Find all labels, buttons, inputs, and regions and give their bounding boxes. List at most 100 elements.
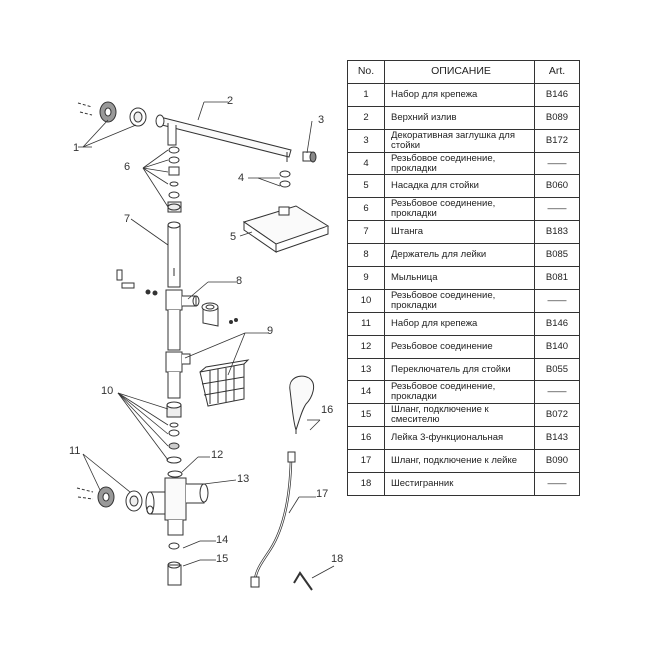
part-fixing-set-bottom: [76, 486, 143, 512]
part-soap-basket: [199, 359, 250, 407]
part-decorative-plug: [302, 151, 317, 163]
callout-12: 12: [211, 449, 223, 461]
callout-7: 7: [124, 213, 130, 225]
callout-17: 17: [316, 488, 328, 500]
cell-art: B140: [534, 334, 580, 359]
part-seals-4: [279, 170, 291, 188]
leader-lines: [78, 101, 335, 579]
cell-description: Резьбовое соединение, прокладки: [384, 151, 535, 176]
callout-2: 2: [227, 95, 233, 107]
cell-no: 17: [347, 449, 385, 474]
cell-art: ——: [534, 197, 580, 222]
cell-no: 10: [347, 288, 385, 313]
part-small-screws: [116, 269, 238, 324]
part-top-spout: [155, 114, 292, 162]
cell-no: 6: [347, 197, 385, 222]
part-seals-6: [167, 146, 182, 213]
part-seals-10: [166, 401, 182, 464]
header-art: Art.: [534, 60, 580, 84]
cell-description: Шланг, подключение к лейке: [384, 449, 535, 474]
part-shower-holder: [201, 302, 219, 327]
cell-description: Набор для крепежа: [384, 311, 535, 336]
cell-no: 3: [347, 128, 385, 153]
part-tee-lower: [165, 351, 191, 399]
cell-no: 7: [347, 220, 385, 245]
cell-description: Шестигранник: [384, 472, 535, 496]
callout-10: 10: [101, 385, 113, 397]
cell-art: B172: [534, 128, 580, 153]
part-hose-connector: [167, 561, 182, 586]
part-diverter: [145, 470, 209, 536]
callout-16: 16: [321, 404, 333, 416]
cell-no: 2: [347, 105, 385, 130]
cell-art: ——: [534, 288, 580, 313]
cell-no: 15: [347, 403, 385, 428]
cell-art: B146: [534, 82, 580, 107]
part-fixing-set-top: [77, 101, 147, 127]
cell-art: B055: [534, 357, 580, 382]
cell-no: 18: [347, 472, 385, 496]
cell-no: 11: [347, 311, 385, 336]
cell-art: B085: [534, 243, 580, 268]
header-description: ОПИСАНИЕ: [384, 60, 535, 84]
cell-no: 9: [347, 266, 385, 290]
cell-art: B081: [534, 266, 580, 290]
callout-5: 5: [230, 231, 236, 243]
cell-description: Набор для крепежа: [384, 82, 535, 107]
cell-no: 16: [347, 426, 385, 451]
part-head-shower: [242, 205, 330, 253]
callout-4: 4: [238, 172, 244, 184]
part-hose: [250, 451, 296, 588]
cell-art: B183: [534, 220, 580, 245]
cell-description: Декоративная заглушка для стойки: [384, 128, 535, 153]
cell-description: Мыльница: [384, 266, 535, 290]
cell-no: 14: [347, 380, 385, 405]
cell-description: Резьбовое соединение, прокладки: [384, 197, 535, 222]
cell-no: 5: [347, 174, 385, 199]
cell-description: Насадка для стойки: [384, 174, 535, 199]
callout-8: 8: [236, 275, 242, 287]
cell-art: B060: [534, 174, 580, 199]
cell-art: ——: [534, 472, 580, 496]
cell-no: 8: [347, 243, 385, 268]
cell-description: Переключатель для стойки: [384, 357, 535, 382]
callout-14: 14: [216, 534, 228, 546]
cell-art: B072: [534, 403, 580, 428]
cell-no: 12: [347, 334, 385, 359]
callout-1: 1: [73, 142, 79, 154]
callout-11: 11: [69, 445, 80, 457]
callout-13: 13: [237, 473, 249, 485]
callout-18: 18: [331, 553, 343, 565]
cell-no: 1: [347, 82, 385, 107]
cell-art: B090: [534, 449, 580, 474]
cell-description: Штанга: [384, 220, 535, 245]
cell-description: Лейка 3-функциональная: [384, 426, 535, 451]
cell-description: Шланг, подключение к смесителю: [384, 403, 535, 428]
cell-art: ——: [534, 151, 580, 176]
cell-description: Верхний излив: [384, 105, 535, 130]
callout-15: 15: [216, 553, 228, 565]
part-hex-key: [293, 571, 313, 591]
part-seal-14: [168, 542, 180, 550]
cell-description: Резьбовое соединение, прокладки: [384, 288, 535, 313]
cell-no: 13: [347, 357, 385, 382]
callout-labels: 1 2 3 4 5 6 7 8 9 10 11 12 13 14 15 16 1…: [69, 95, 343, 565]
part-hand-shower: [289, 375, 315, 434]
header-no: No.: [347, 60, 385, 84]
cell-description: Резьбовое соединение, прокладки: [384, 380, 535, 405]
